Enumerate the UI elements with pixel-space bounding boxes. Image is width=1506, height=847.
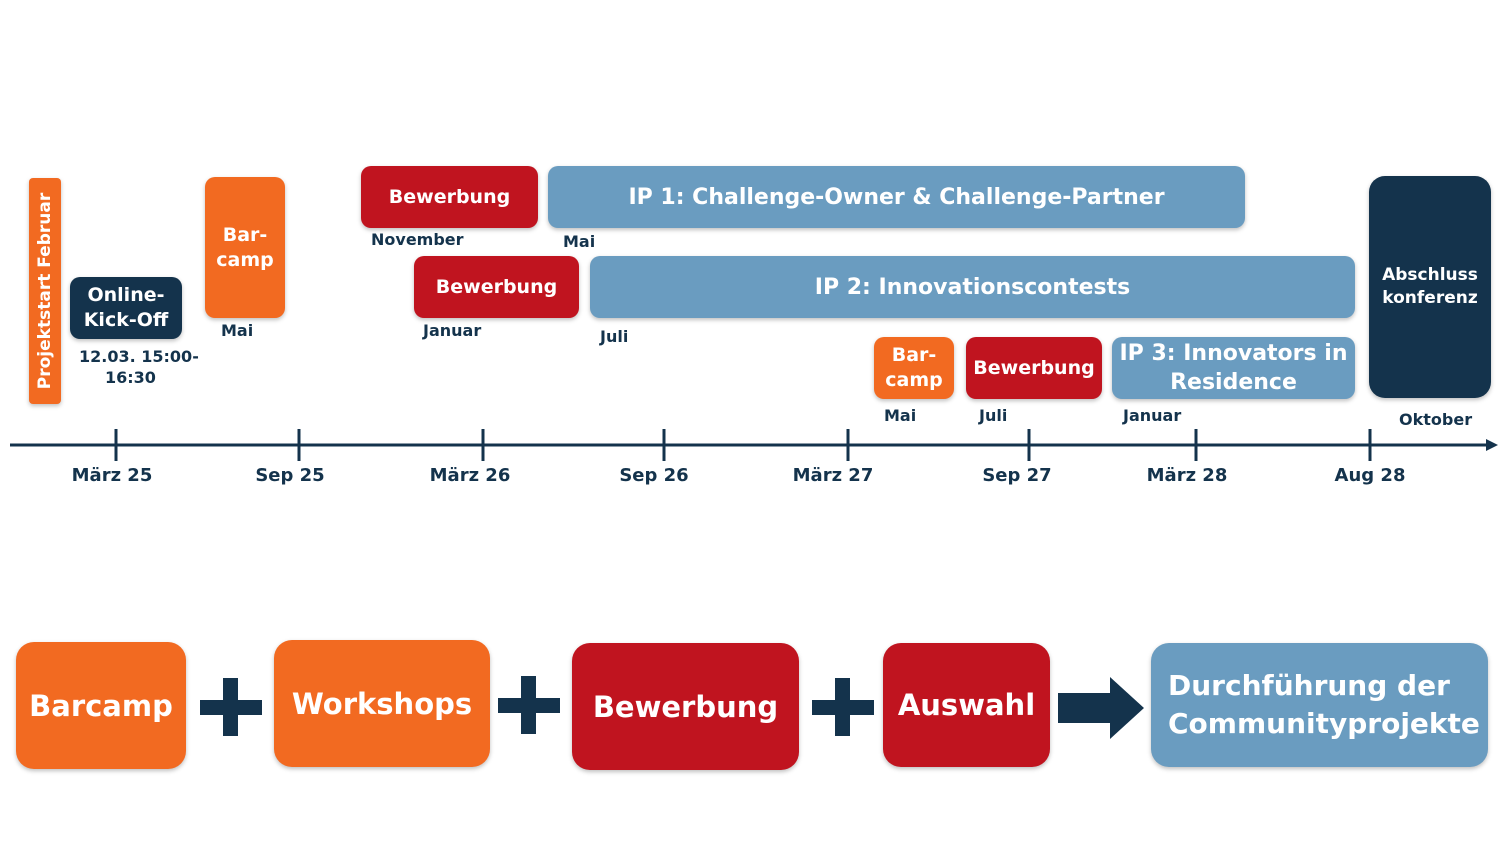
plus-icon (812, 678, 874, 736)
ip3-title-line1: IP 3: Innovators in (1119, 341, 1348, 366)
kickoff-date-line1: 12.03. 15:00- (79, 347, 199, 366)
process-step-bewerbung: Bewerbung (572, 643, 799, 770)
projektstart-label: Projektstart Februar (35, 192, 56, 390)
projektstart-box: Projektstart Februar (29, 178, 61, 404)
process-result-line2: Communityprojekte (1168, 707, 1480, 740)
tick-label-aug-28: Aug 28 (1334, 465, 1406, 486)
barcamp-1-line2: camp (216, 248, 274, 271)
barcamp-1-line1: Bar- (222, 223, 268, 246)
kickoff-line2: Kick-Off (83, 309, 169, 331)
abschluss-line2: konferenz (1382, 288, 1478, 308)
ip1-bewerbung-month: November (371, 230, 464, 249)
barcamp-2-month: Mai (884, 406, 917, 425)
process-result-box: Durchführung der Communityprojekte (1151, 643, 1488, 767)
abschluss-line1: Abschluss (1382, 265, 1478, 285)
plus-icon (498, 676, 560, 734)
ip1-bewerbung-box: Bewerbung (361, 166, 538, 228)
ip2-title-box: IP 2: Innovationscontests (590, 256, 1355, 318)
barcamp-1-box: Bar- camp (205, 177, 285, 318)
ip3-bewerbung-month: Juli (979, 406, 1008, 425)
tick-label-sep-26: Sep 26 (619, 465, 689, 486)
ip2-month: Juli (600, 327, 629, 346)
kickoff-line1: Online- (87, 284, 165, 306)
ip3-title-box: IP 3: Innovators in Residence (1112, 337, 1355, 399)
barcamp-2-line1: Bar- (891, 344, 937, 366)
ip1-title-box: IP 1: Challenge-Owner & Challenge-Partne… (548, 166, 1245, 228)
kickoff-box: Online- Kick-Off (70, 277, 182, 339)
barcamp-1-month: Mai (221, 321, 254, 340)
tick-label-maerz-25: März 25 (71, 465, 153, 486)
arrow-right-icon (1058, 677, 1144, 739)
ip1-month: Mai (563, 232, 596, 251)
ip3-title-line2: Residence (1170, 370, 1297, 395)
ip3-month: Januar (1123, 406, 1182, 425)
tick-label-maerz-26: März 26 (429, 465, 511, 486)
plus-icon (200, 678, 262, 736)
process-step-barcamp: Barcamp (16, 642, 186, 769)
tick-label-sep-25: Sep 25 (255, 465, 325, 486)
ip2-bewerbung-month: Januar (423, 321, 482, 340)
tick-label-maerz-27: März 27 (792, 465, 874, 486)
process-step-workshops: Workshops (274, 640, 490, 767)
process-result-line1: Durchführung der (1168, 669, 1450, 702)
barcamp-2-box: Bar- camp (874, 337, 954, 399)
ip2-bewerbung-box: Bewerbung (414, 256, 579, 318)
barcamp-2-line2: camp (885, 369, 943, 391)
abschluss-month: Oktober (1399, 410, 1473, 429)
ip3-bewerbung-box: Bewerbung (966, 337, 1102, 399)
abschluss-box: Abschluss konferenz (1369, 176, 1491, 398)
timeline-axis (10, 429, 1498, 461)
kickoff-date-line2: 16:30 (105, 368, 156, 387)
process-step-auswahl: Auswahl (883, 643, 1050, 767)
tick-label-sep-27: Sep 27 (982, 465, 1052, 486)
tick-label-maerz-28: März 28 (1146, 465, 1228, 486)
